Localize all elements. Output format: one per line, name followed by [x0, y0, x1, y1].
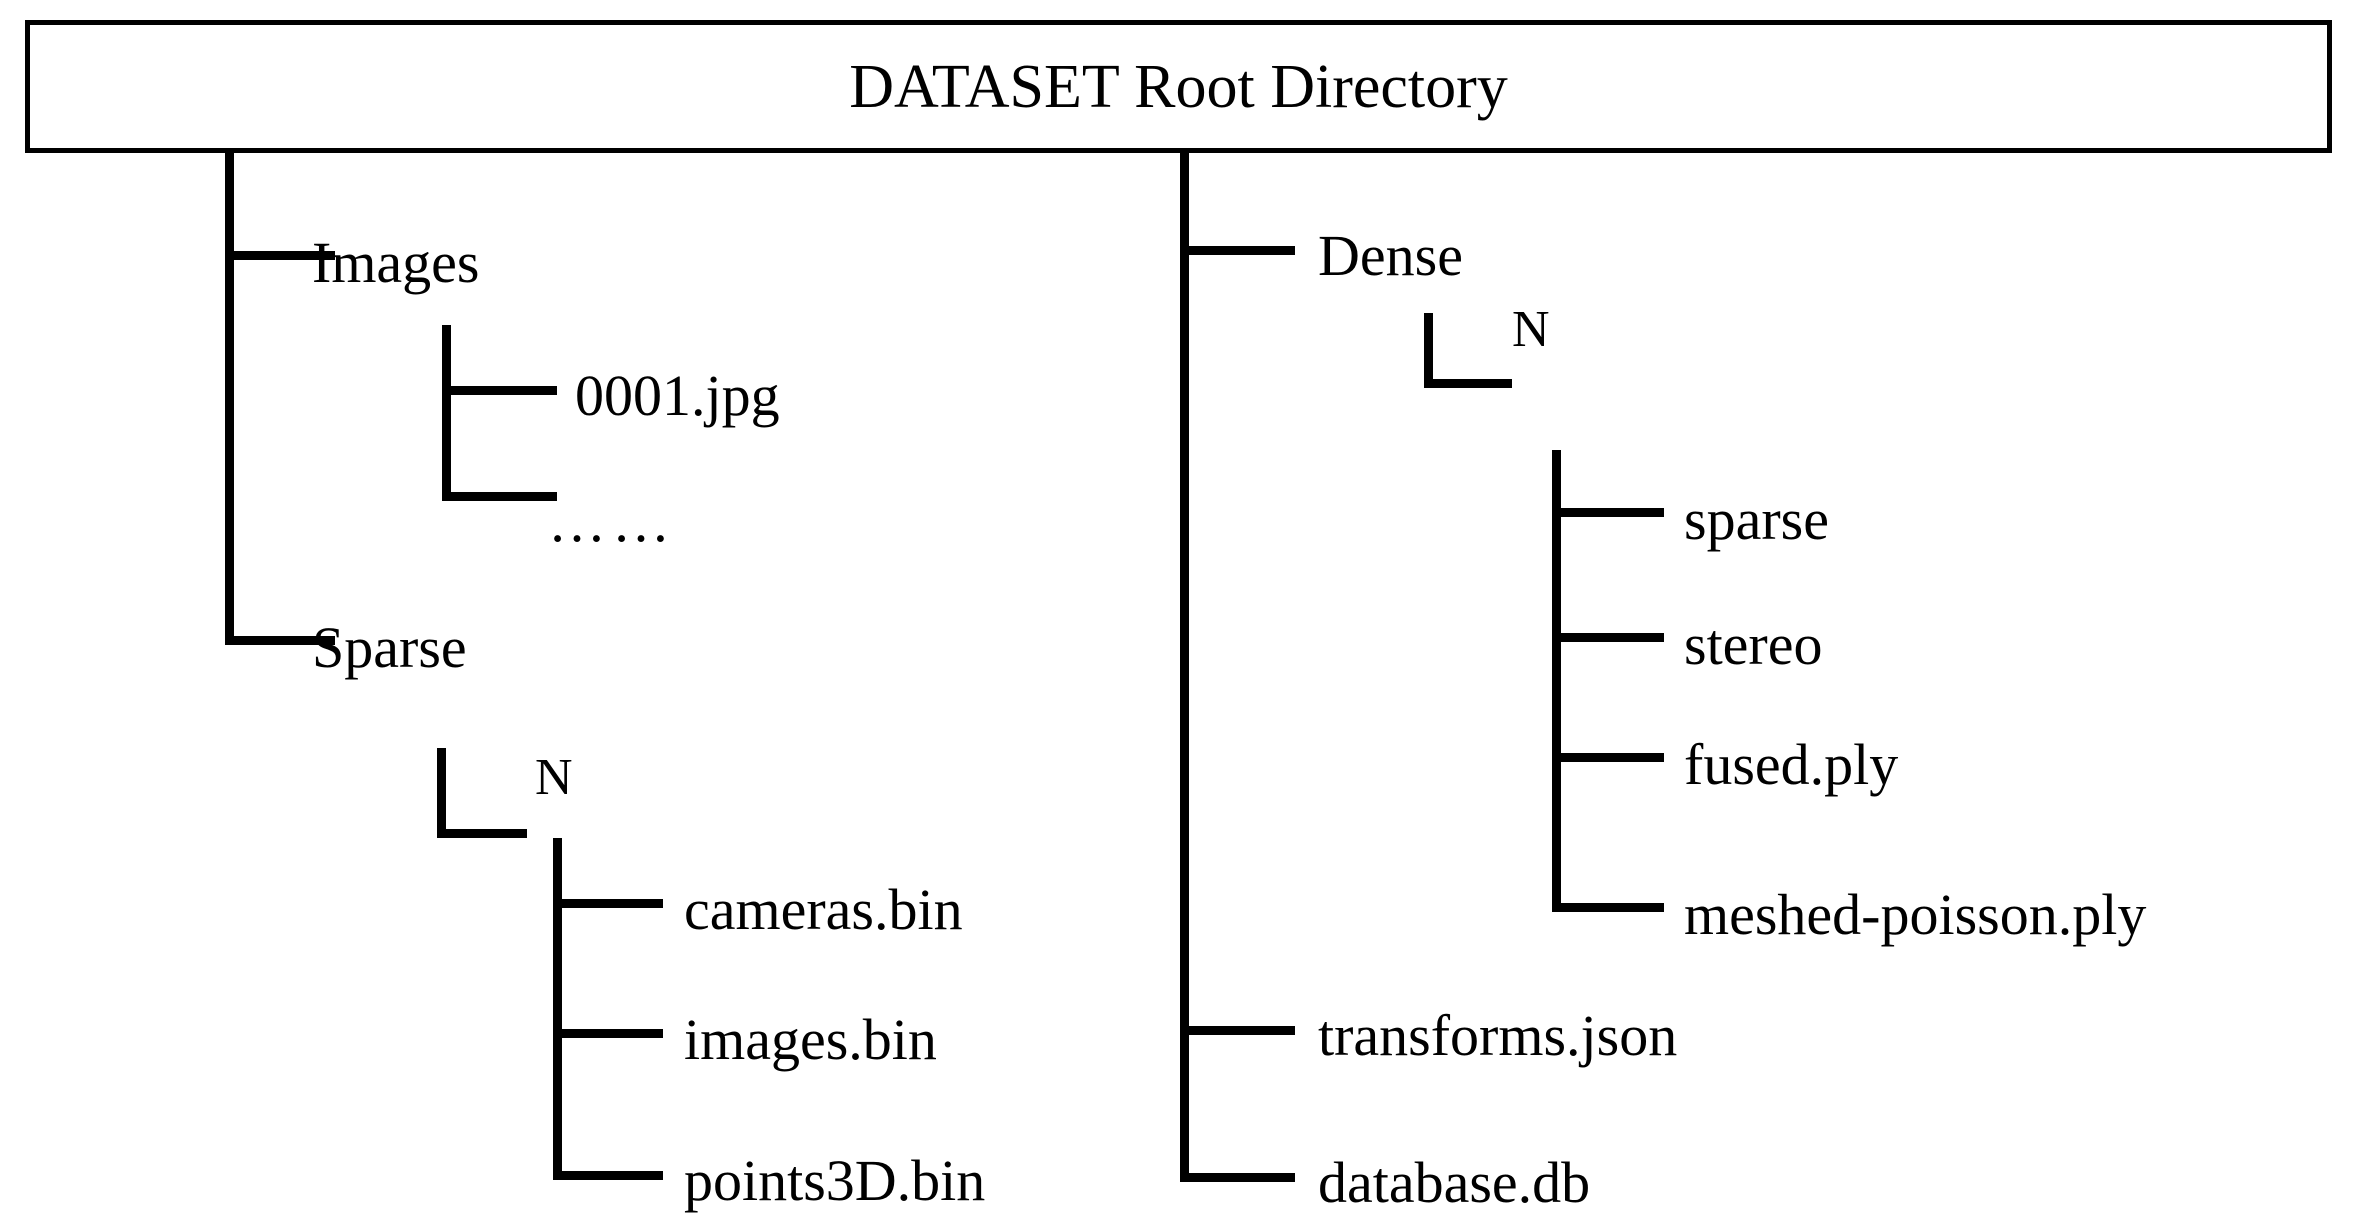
- node-images: Images: [312, 230, 480, 295]
- node-fused-ply: fused.ply: [1684, 732, 1899, 797]
- images-tick-0001: [442, 386, 557, 395]
- sparse-bin-vline: [553, 838, 562, 1180]
- right-tick-transforms: [1180, 1026, 1295, 1035]
- right-elbow-database: [1180, 1173, 1295, 1182]
- dense-children-vline: [1552, 450, 1561, 912]
- dense-tick-sparse: [1552, 508, 1664, 517]
- sparse-tick-images-bin: [553, 1029, 663, 1038]
- dense-tick-stereo: [1552, 633, 1664, 642]
- node-points3d-bin: points3D.bin: [684, 1148, 986, 1213]
- left-trunk-vline: [225, 148, 234, 645]
- node-images-ellipsis: ……: [548, 489, 676, 554]
- node-sparse-n: N: [535, 749, 573, 806]
- node-database-db: database.db: [1318, 1150, 1591, 1215]
- left-tick-images: [225, 251, 335, 260]
- node-meshed-poisson-ply: meshed-poisson.ply: [1684, 882, 2147, 947]
- node-cameras-bin: cameras.bin: [684, 877, 963, 942]
- dense-n-elbow-vline: [1424, 313, 1433, 388]
- left-elbow-sparse: [225, 636, 335, 645]
- node-transforms-json: transforms.json: [1318, 1003, 1678, 1068]
- right-trunk-vline: [1180, 148, 1189, 1182]
- images-children-vline: [442, 325, 451, 501]
- root-directory-box: DATASET Root Directory: [25, 20, 2332, 153]
- sparse-n-elbow-vline: [437, 748, 446, 838]
- images-elbow-ellipsis: [442, 492, 557, 501]
- sparse-n-elbow-hline: [437, 829, 527, 838]
- node-dense-n: N: [1512, 301, 1550, 358]
- root-directory-title: DATASET Root Directory: [849, 52, 1508, 121]
- sparse-tick-cameras: [553, 899, 663, 908]
- dense-elbow-meshed: [1552, 903, 1664, 912]
- sparse-elbow-points3d: [553, 1171, 663, 1180]
- node-dense-sparse: sparse: [1684, 487, 1829, 552]
- right-tick-dense: [1180, 246, 1295, 255]
- node-0001-jpg: 0001.jpg: [575, 363, 780, 428]
- dense-tick-fused: [1552, 753, 1664, 762]
- node-images-bin: images.bin: [684, 1007, 937, 1072]
- node-dense: Dense: [1318, 223, 1463, 288]
- node-sparse: Sparse: [312, 615, 467, 680]
- dense-n-elbow-hline: [1424, 379, 1512, 388]
- node-dense-stereo: stereo: [1684, 612, 1823, 677]
